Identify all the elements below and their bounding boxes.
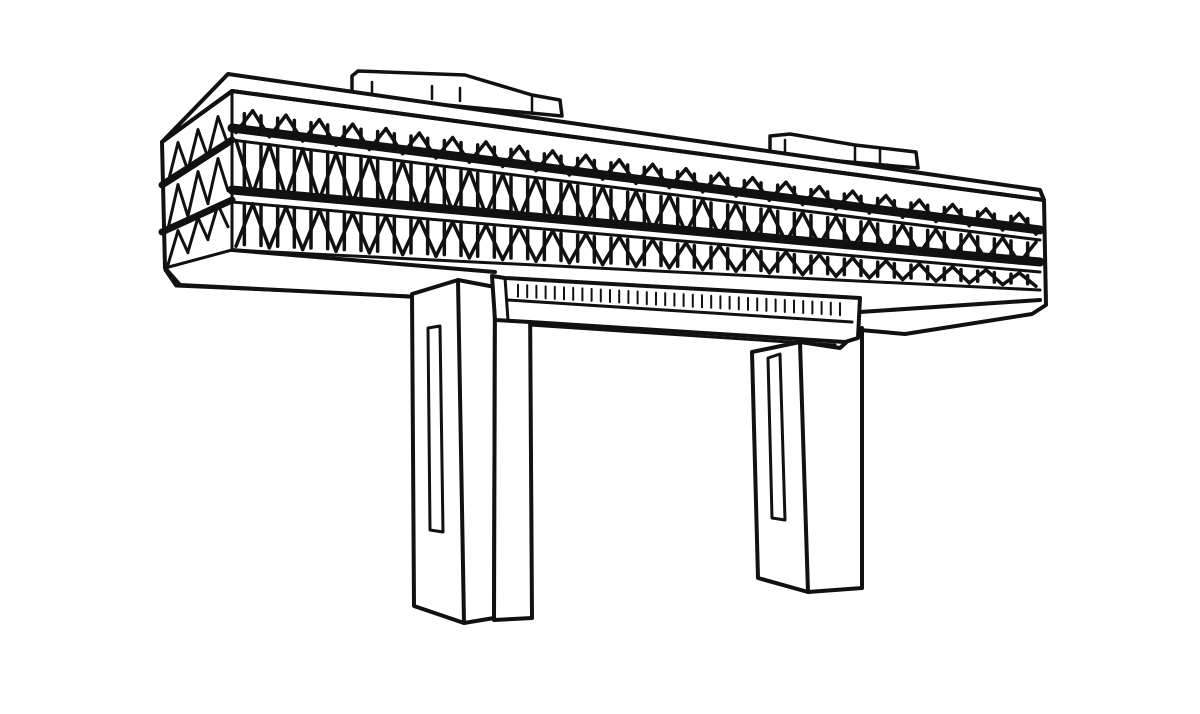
side-truss-diagonal [206, 203, 220, 241]
pillar-right [750, 326, 864, 594]
crossbeam-grooves [517, 283, 841, 317]
side-truss-diagonal [166, 141, 180, 185]
side-truss-diagonal [196, 216, 210, 242]
side-truss-diagonal [206, 157, 220, 205]
side-truss-diagonal [196, 128, 210, 160]
side-truss-diagonal [176, 229, 190, 255]
side-truss-pattern [166, 115, 230, 267]
side-truss-diagonal [186, 170, 200, 218]
side-truss-diagonal [176, 141, 190, 173]
support-frame [410, 274, 864, 625]
side-truss-diagonal [216, 115, 230, 147]
upper-block [158, 72, 1048, 336]
side-truss-diagonal [216, 157, 230, 193]
side-truss-diagonal [196, 170, 210, 206]
side-truss-diagonal [186, 216, 200, 254]
side-truss-diagonal [166, 183, 180, 231]
facade-truss-pattern [234, 109, 1038, 288]
crossbeam [490, 274, 862, 347]
side-truss-diagonal [166, 229, 180, 267]
pillar-left [410, 278, 534, 625]
side-truss-diagonal [216, 203, 230, 229]
side-truss-diagonal [176, 183, 190, 219]
side-truss-diagonal [186, 128, 200, 172]
side-truss-diagonal [206, 115, 220, 159]
